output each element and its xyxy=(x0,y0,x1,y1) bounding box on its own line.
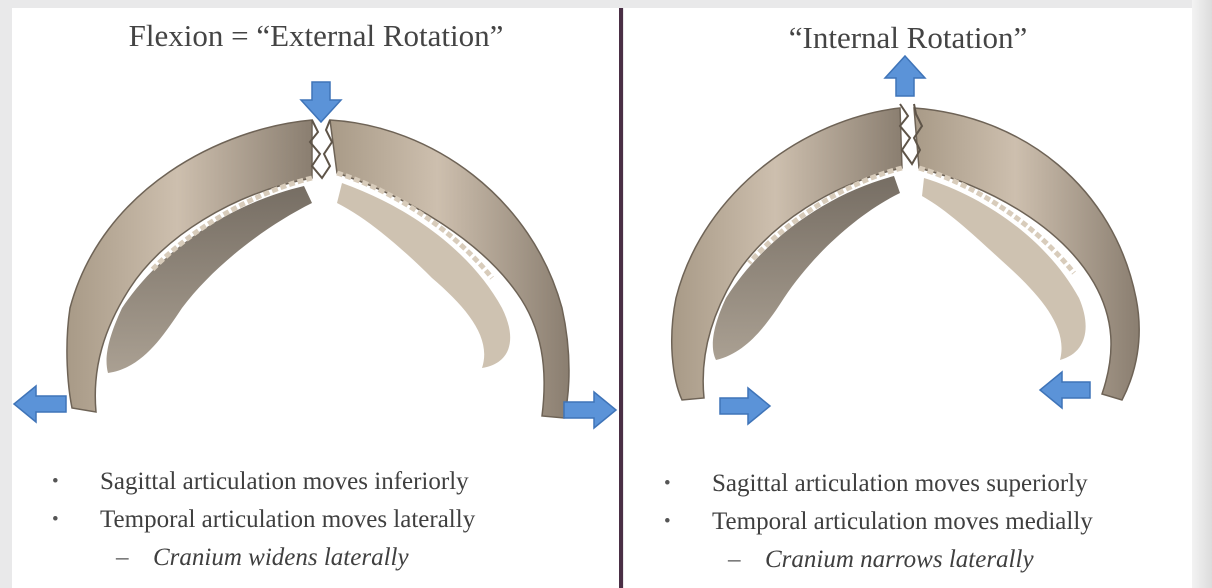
bullet-text: Temporal articulation moves medially xyxy=(712,503,1093,541)
arrow-right-icon xyxy=(720,388,770,424)
bullet-text: Sagittal articulation moves superiorly xyxy=(712,465,1088,503)
dash-marker: – xyxy=(728,541,741,579)
arrow-left-icon xyxy=(1040,372,1090,408)
cranium-right-half xyxy=(330,120,569,418)
cranium-flexion-illustration xyxy=(12,8,620,448)
arrow-left-icon xyxy=(14,386,66,422)
arrow-down-icon xyxy=(301,82,341,122)
arrow-right-icon xyxy=(564,392,616,428)
bullet-marker: • xyxy=(52,463,59,501)
cranium-right-half xyxy=(914,108,1139,400)
sagittal-suture xyxy=(310,120,332,178)
sub-bullet-text: Cranium widens laterally xyxy=(153,539,409,577)
panel-divider xyxy=(619,8,623,588)
arrow-up-icon xyxy=(885,56,925,96)
bullet-text: Sagittal articulation moves inferiorly xyxy=(100,463,469,501)
sub-bullet-text: Cranium narrows laterally xyxy=(765,541,1034,579)
bullet-marker: • xyxy=(664,465,671,503)
bullet-marker: • xyxy=(664,503,671,541)
bullet-marker: • xyxy=(52,501,59,539)
bullet-text: Temporal articulation moves laterally xyxy=(100,501,475,539)
edge-shade xyxy=(1192,0,1212,588)
panel-external-rotation: Flexion = “External Rotation” xyxy=(12,8,620,588)
panel-internal-rotation: “Internal Rotation” xyxy=(624,8,1192,588)
cranium-extension-illustration xyxy=(624,8,1192,448)
cranium-left-half xyxy=(67,120,312,412)
cranium-left-half xyxy=(672,108,902,400)
dash-marker: – xyxy=(116,539,129,577)
